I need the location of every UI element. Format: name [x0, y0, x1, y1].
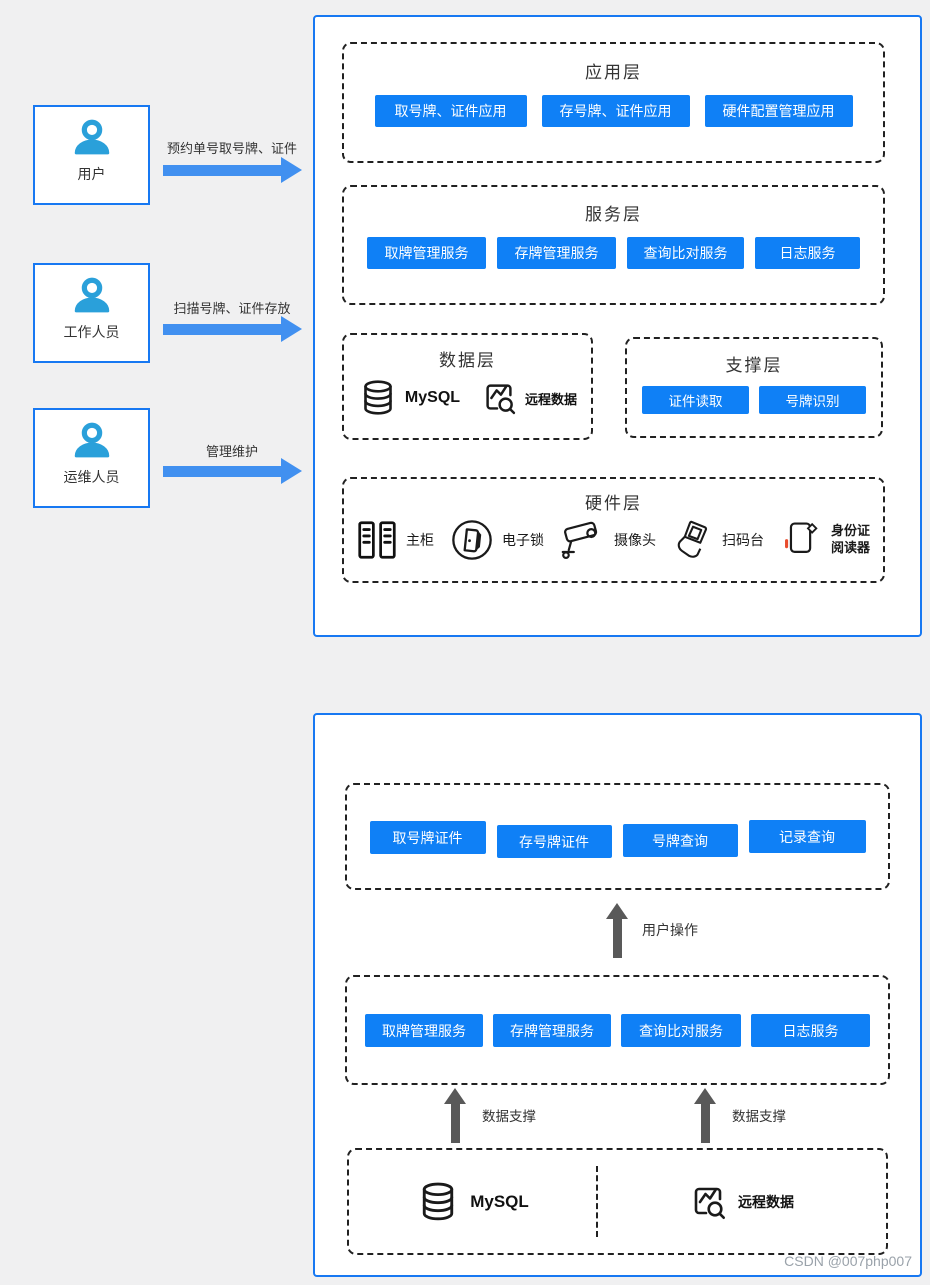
op-node-plate-query: 号牌查询 — [622, 824, 738, 857]
scan-station-icon — [677, 520, 708, 558]
hardware-layer-title: 硬件层 — [585, 494, 642, 513]
flow-service-node-pickup-mgmt: 取牌管理服务 — [365, 1014, 483, 1047]
mysql-node: MySQL — [358, 378, 460, 418]
support-layer-title: 支撑层 — [725, 356, 783, 375]
electronic-lock-label: 电子锁 — [501, 532, 544, 548]
app-node-pickup: 取号牌、证件应用 — [374, 95, 527, 127]
actor-ops-label: 运维人员 — [63, 469, 120, 485]
database-icon — [423, 1182, 454, 1220]
support-layer-box: 支撑层 证件读取 号牌识别 — [625, 337, 883, 438]
service-node-log: 日志服务 — [755, 237, 860, 269]
remote-data-label: 远程数据 — [525, 391, 578, 407]
id-card-reader-node: 身份证 阅读器 — [780, 518, 870, 562]
flow-service-node-query-compare: 查询比对服务 — [621, 1014, 741, 1047]
arrow-staff-to-system — [163, 316, 302, 342]
electronic-lock-node: 电子锁 — [450, 518, 544, 562]
op-node-store: 存号牌证件 — [496, 825, 612, 858]
actor-user-label: 用户 — [77, 166, 106, 182]
op-node-pickup: 取号牌证件 — [369, 821, 486, 854]
user-operation-label: 用户操作 — [642, 922, 698, 938]
flow-panel: 取号牌证件 存号牌证件 号牌查询 记录查询 用户操作 取牌管理服务 存牌管理服务… — [313, 713, 922, 1277]
red-indicator — [785, 539, 789, 549]
hardware-layer-box: 硬件层 主柜 — [342, 477, 885, 583]
arrow-ops-to-system — [163, 458, 302, 484]
architecture-panel: 应用层 取号牌、证件应用 存号牌、证件应用 硬件配置管理应用 服务层 取牌管理服… — [313, 15, 922, 637]
data-support-label-left: 数据支撑 — [482, 1109, 536, 1124]
app-node-store: 存号牌、证件应用 — [541, 95, 690, 127]
arrow-data-support-left — [444, 1088, 466, 1143]
user-icon — [74, 277, 109, 313]
flow-service-layer-box: 取牌管理服务 存牌管理服务 查询比对服务 日志服务 — [345, 975, 890, 1085]
operation-layer-box: 取号牌证件 存号牌证件 号牌查询 记录查询 — [345, 783, 890, 890]
flow-service-node-store-mgmt: 存牌管理服务 — [493, 1014, 611, 1047]
remote-data-icon — [486, 384, 516, 415]
camera-label: 摄像头 — [613, 532, 656, 548]
id-card-reader-label: 身份证 阅读器 — [830, 523, 870, 555]
flow-remote-data-label: 远程数据 — [738, 1193, 794, 1210]
database-icon — [364, 380, 392, 415]
flow-mysql-label: MySQL — [470, 1191, 529, 1211]
data-layer-divider — [596, 1166, 599, 1237]
actor-user-node: 用户 — [33, 105, 150, 205]
cabinet-label: 主柜 — [405, 532, 434, 548]
service-node-query-compare: 查询比对服务 — [627, 237, 744, 269]
service-layer-box: 服务层 取牌管理服务 存牌管理服务 查询比对服务 日志服务 — [342, 185, 885, 305]
service-node-store-mgmt: 存牌管理服务 — [497, 237, 616, 269]
flow-data-layer-box: MySQL 远程数据 — [347, 1148, 888, 1255]
data-layer-box: 数据层 MySQL — [342, 333, 593, 440]
service-node-pickup-mgmt: 取牌管理服务 — [367, 237, 486, 269]
data-support-label-right: 数据支撑 — [732, 1109, 786, 1124]
cabinet-icon — [358, 521, 396, 559]
electronic-lock-icon — [452, 520, 492, 560]
actor-ops-node: 运维人员 — [33, 408, 150, 508]
user-icon — [74, 119, 109, 155]
scan-station-label: 扫码台 — [721, 532, 764, 548]
flow-service-node-log: 日志服务 — [751, 1014, 870, 1047]
data-layer-title: 数据层 — [439, 351, 496, 370]
camera-icon — [561, 521, 598, 560]
flow-remote-data-node: 远程数据 — [596, 1150, 886, 1253]
flow-mysql-node: MySQL — [349, 1150, 596, 1253]
app-node-hardware-config: 硬件配置管理应用 — [704, 95, 853, 127]
application-layer-box: 应用层 取号牌、证件应用 存号牌、证件应用 硬件配置管理应用 — [342, 42, 885, 163]
csdn-watermark: CSDN @007php007 — [784, 1253, 912, 1269]
arrow-label-staff: 扫描号牌、证件存放 — [173, 301, 291, 316]
support-node-id-read: 证件读取 — [642, 386, 749, 414]
camera-node: 摄像头 — [560, 520, 656, 560]
application-layer-title: 应用层 — [585, 63, 642, 82]
remote-data-node: 远程数据 — [480, 379, 577, 417]
arrow-user-operation — [606, 903, 628, 958]
arrow-label-user: 预约单号取号牌、证件 — [166, 141, 297, 156]
user-icon — [74, 422, 109, 458]
actor-staff-label: 工作人员 — [63, 324, 120, 340]
id-card-reader-icon — [785, 522, 818, 553]
support-node-plate-recognize: 号牌识别 — [759, 386, 866, 414]
arrow-label-ops: 管理维护 — [205, 444, 258, 459]
op-node-record-query: 记录查询 — [748, 820, 866, 853]
actor-staff-node: 工作人员 — [33, 263, 150, 363]
service-layer-title: 服务层 — [585, 205, 642, 224]
arrow-data-support-right — [694, 1088, 716, 1143]
cabinet-node: 主柜 — [357, 520, 434, 560]
scan-station-node: 扫码台 — [672, 518, 764, 562]
remote-data-icon — [694, 1187, 725, 1219]
mysql-label: MySQL — [404, 389, 461, 406]
arrow-user-to-system — [163, 157, 302, 183]
